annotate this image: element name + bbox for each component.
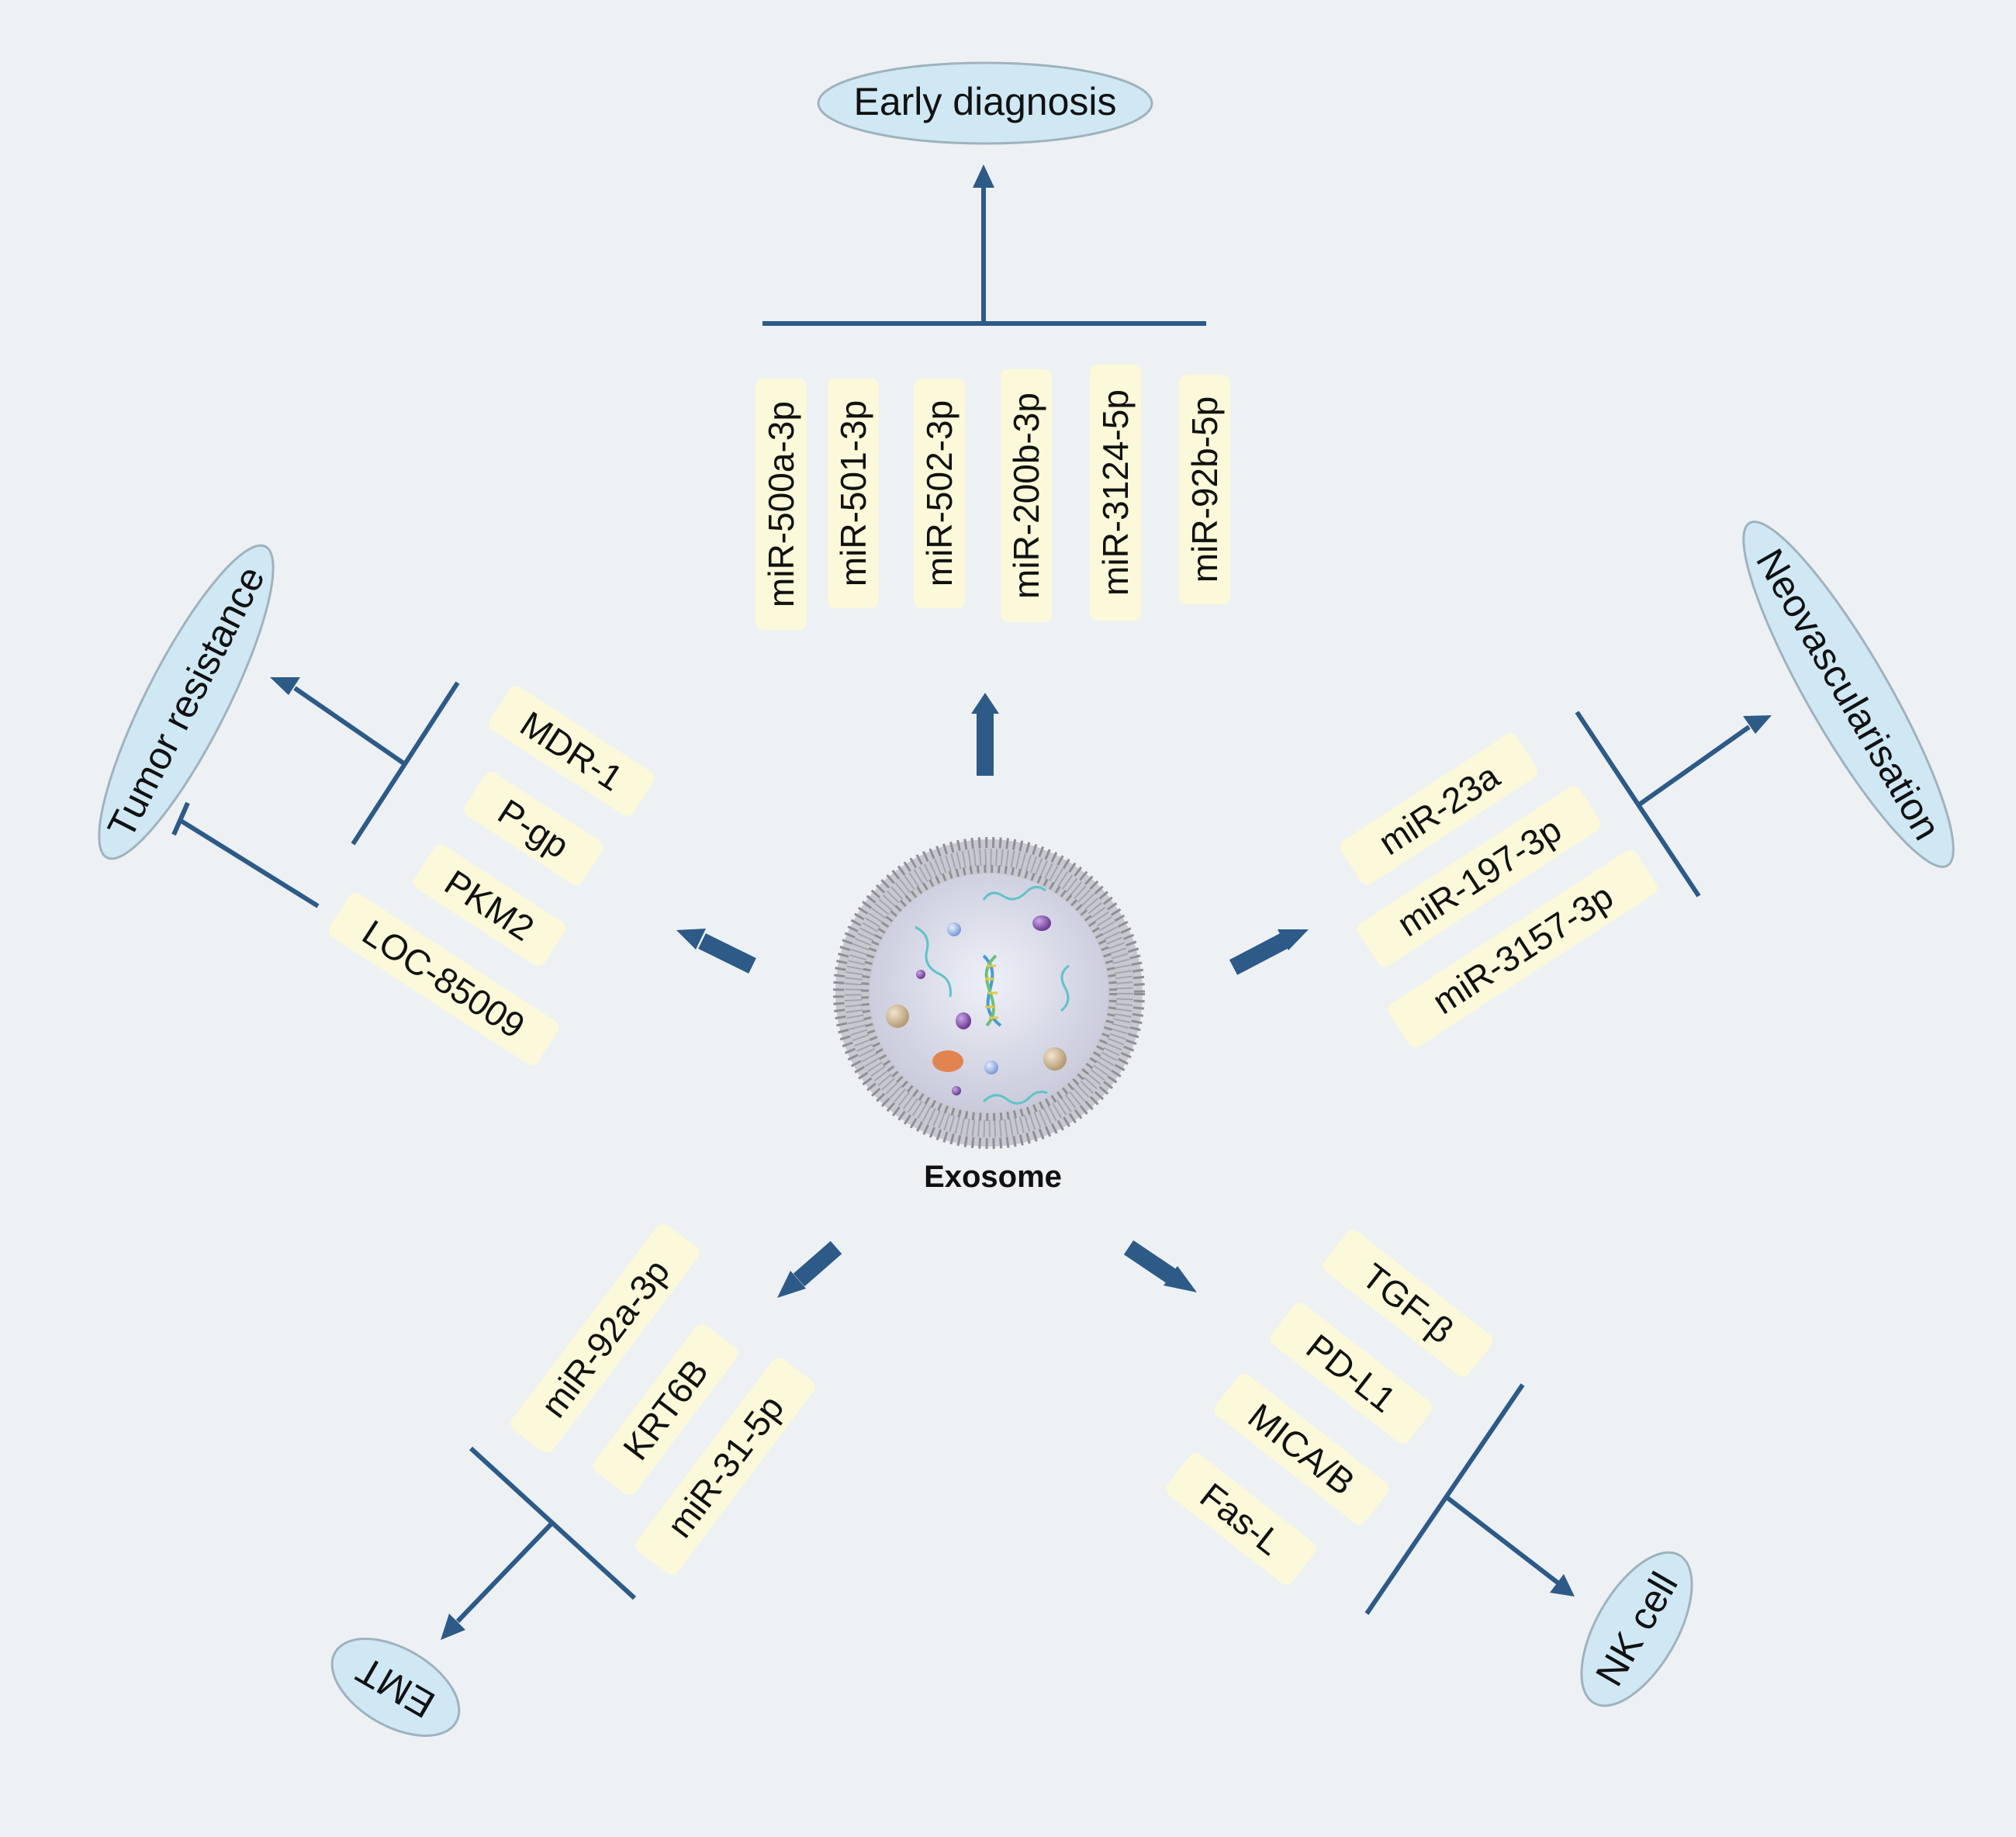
particle [952, 1086, 961, 1095]
tag-mir-3124-5p: miR-3124-5p [1090, 365, 1141, 621]
particle [1043, 1047, 1067, 1071]
tag-label: MICA/B [1241, 1396, 1363, 1503]
tag-label: miR-3124-5p [1095, 389, 1136, 596]
connector-emt [441, 1446, 637, 1640]
tag-mir-92b-5p: miR-92b-5p [1179, 375, 1230, 604]
lipid-heads-inner [861, 865, 1117, 1121]
tag-mir-502-3p: miR-502-3p [914, 379, 965, 608]
connector-neovascularisation [1575, 711, 1772, 898]
tag-mir-501-3p: miR-501-3p [828, 379, 879, 608]
tag-label: miR-500a-3p [761, 401, 801, 607]
tag-mir-500a-3p: miR-500a-3p [756, 379, 807, 630]
particle [916, 970, 925, 979]
connector-early-diagnosis [762, 164, 1206, 326]
exosome [833, 837, 1145, 1149]
arrow-down-left [777, 1240, 842, 1298]
connector-tumor-resistance [171, 677, 460, 908]
dna-icon [982, 954, 1002, 1027]
lipid-heads-outer [833, 837, 1145, 1149]
connector-nk-cell [1364, 1383, 1575, 1615]
arrow-right [1229, 929, 1309, 975]
early-diagnosis-label: Early diagnosis [853, 80, 1116, 123]
tag-mir-200b-3p: miR-200b-3p [1001, 369, 1052, 622]
rna-strands [915, 886, 1070, 1105]
tag-label: miR-502-3p [919, 400, 960, 586]
particle [886, 1005, 909, 1028]
nk-cell-node: NK cell [1580, 1551, 1693, 1707]
neovascularisation-label: Neovascularisation [1748, 541, 1949, 847]
exosome-label: Exosome [924, 1160, 1062, 1194]
tag-label: miR-92b-5p [1184, 396, 1225, 583]
particle [947, 922, 961, 936]
early-diagnosis-node [817, 61, 1153, 145]
arrow-up [971, 693, 999, 776]
tag-tgf-beta: TGF-β [1323, 1230, 1493, 1377]
tag-label: miR-200b-3p [1006, 393, 1046, 599]
arrow-left [676, 929, 756, 974]
emt-node: EMT [330, 1638, 461, 1737]
particle [956, 1012, 971, 1029]
particle [984, 1060, 998, 1074]
tumor-resistance-label: Tumor resistance [99, 559, 273, 845]
arrow-down-right [1123, 1240, 1197, 1292]
lipid-tails [845, 849, 1133, 1137]
particle [1032, 915, 1051, 931]
neovascularisation-node: Neovascularisation [1742, 521, 1955, 868]
particle [932, 1050, 963, 1072]
tag-label: miR-501-3p [833, 400, 873, 586]
